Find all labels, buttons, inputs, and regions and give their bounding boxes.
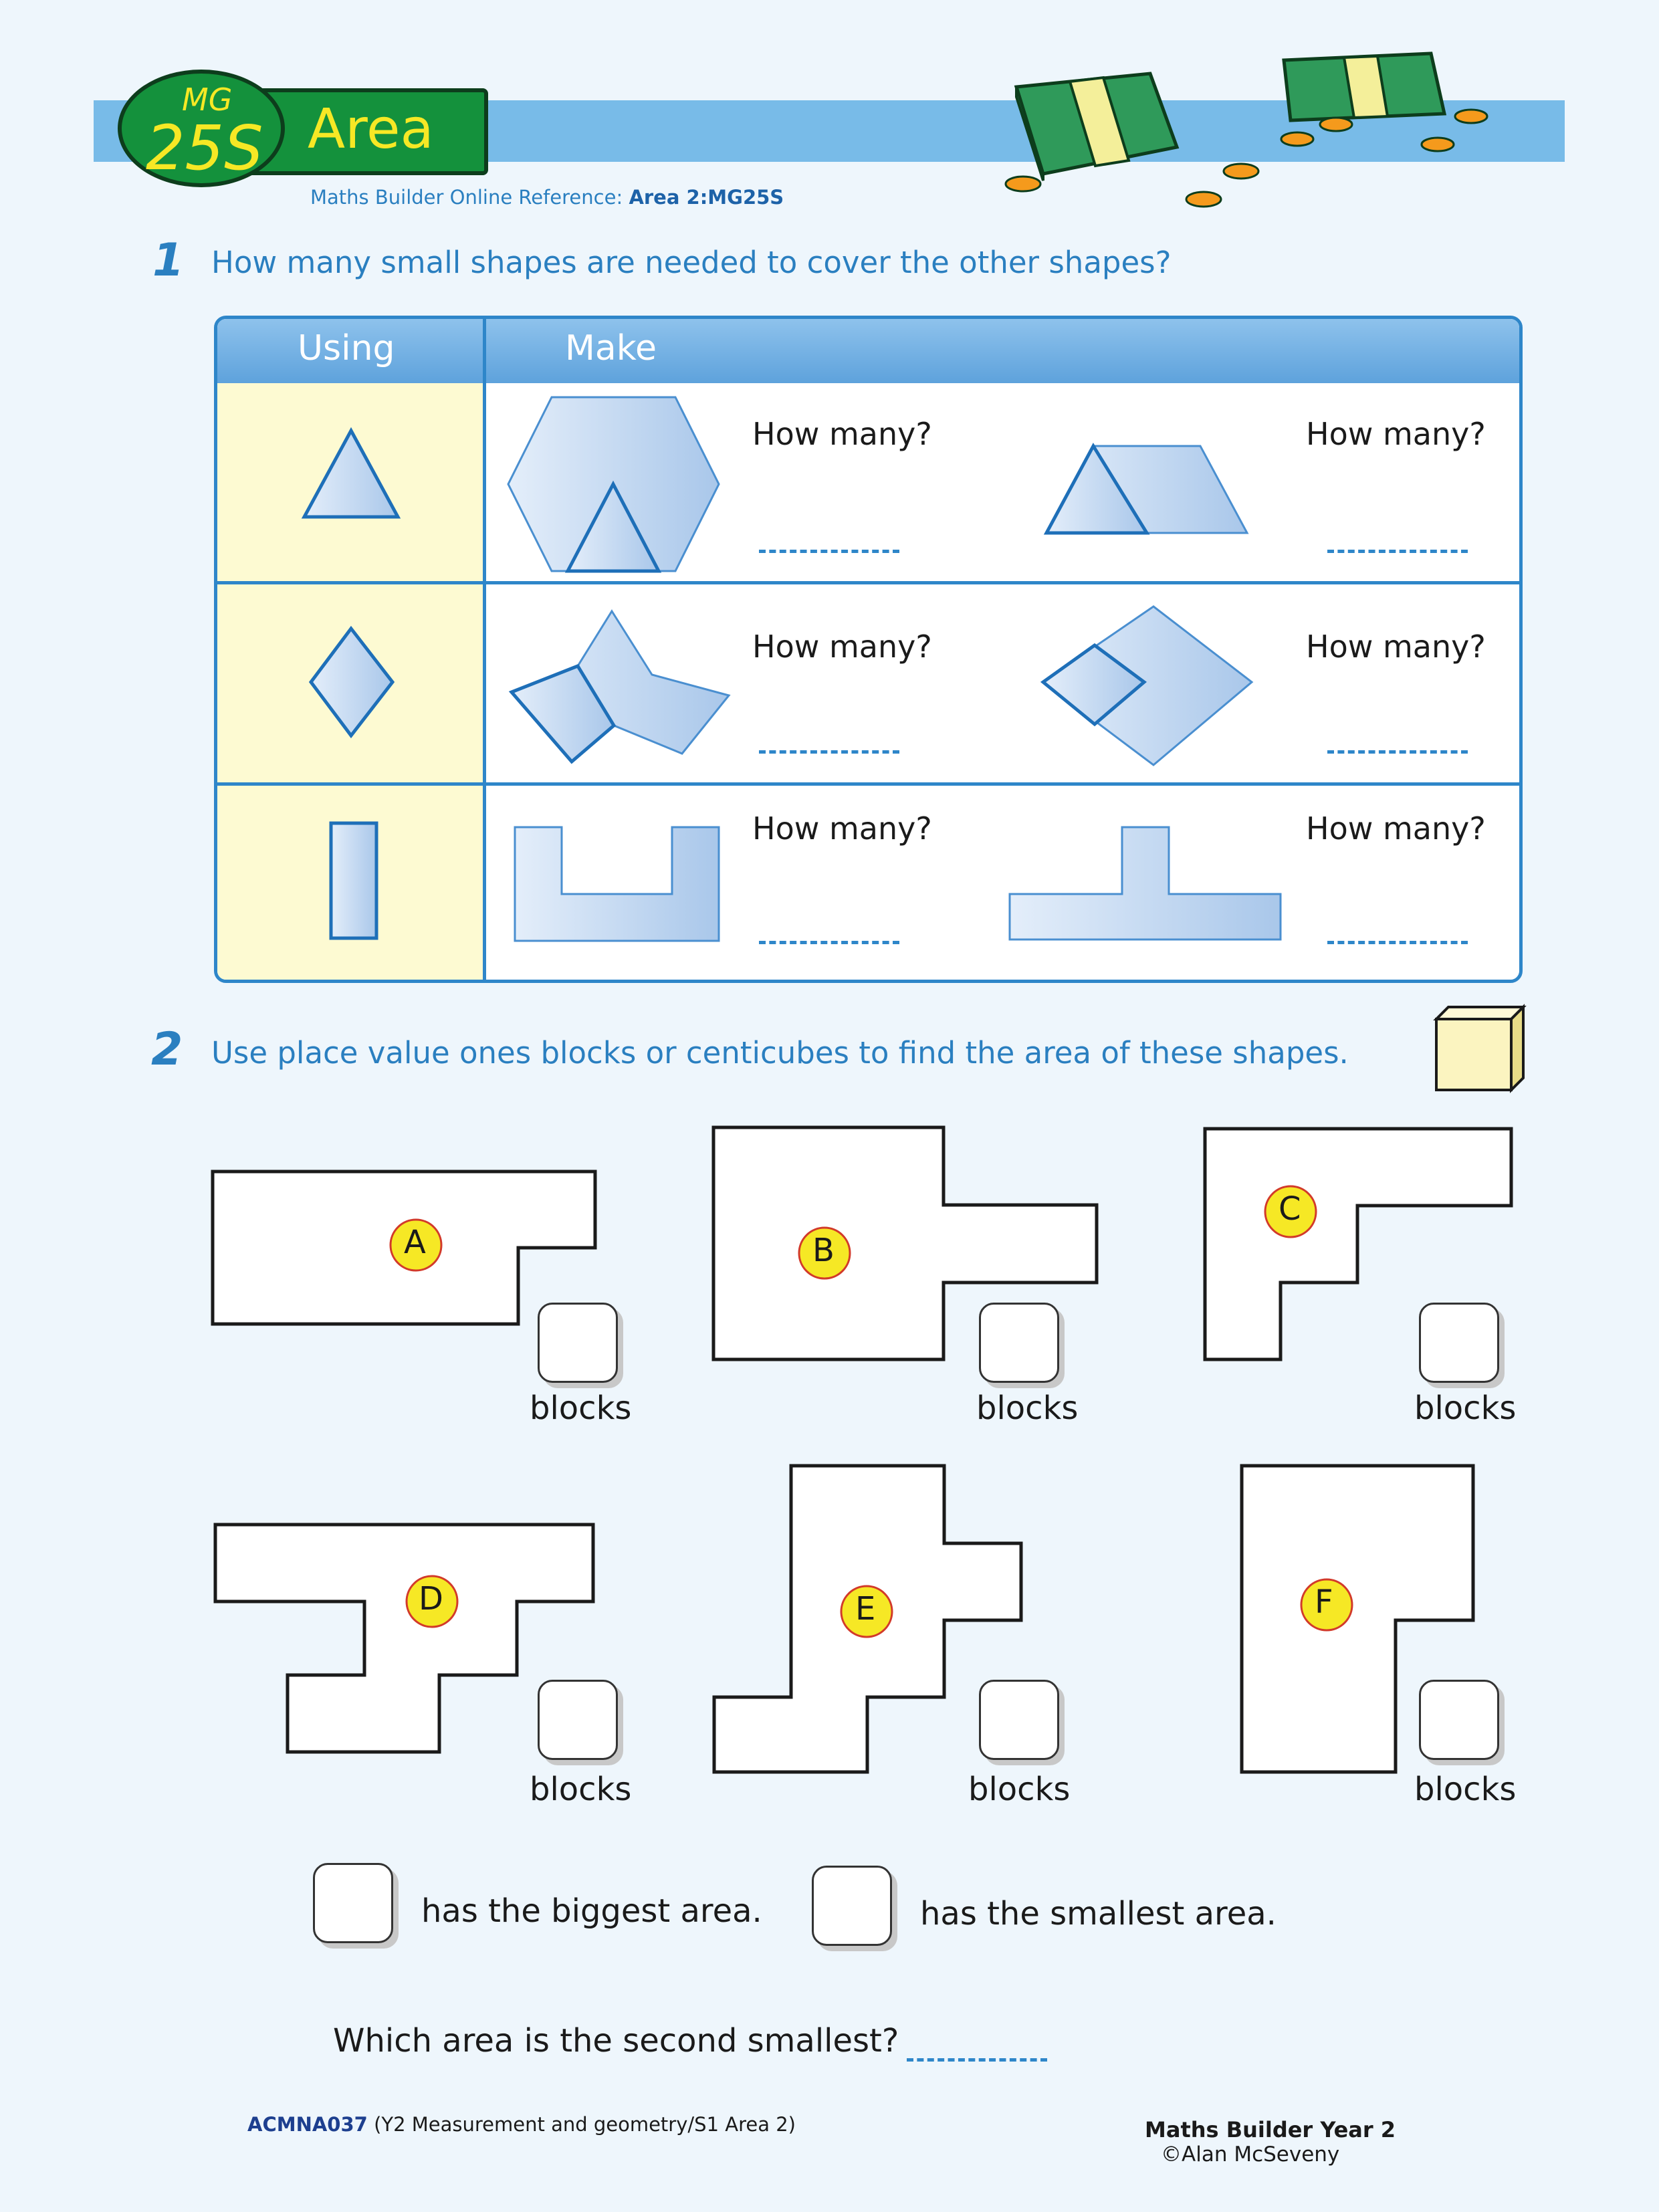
rhombus-shape <box>508 663 617 764</box>
how-many-label: How many? <box>1306 810 1486 847</box>
label-circle-d <box>405 1575 459 1628</box>
footer-author: ©Alan McSeveny <box>1161 2142 1340 2167</box>
how-many-label: How many? <box>1306 629 1486 665</box>
t-shape <box>1008 826 1282 941</box>
money-illustration <box>1004 51 1488 208</box>
table-divider <box>483 319 486 980</box>
blocks-label: blocks <box>530 1771 632 1808</box>
answer-box-a[interactable] <box>538 1303 618 1383</box>
biggest-answer-box[interactable] <box>313 1863 393 1943</box>
curriculum-code: ACMNA037 <box>247 2113 368 2136</box>
smallest-text: has the smallest area. <box>920 1895 1277 1932</box>
q2-text: Use place value ones blocks or centicube… <box>211 1035 1349 1071</box>
shape-label-e: E <box>855 1590 876 1628</box>
label-circle-b <box>798 1226 851 1280</box>
curriculum-strand: (Y2 Measurement and geometry/S1 Area 2) <box>374 2113 796 2136</box>
label-circle-e <box>840 1585 893 1638</box>
shape-label-d: D <box>419 1580 443 1618</box>
how-many-label: How many? <box>752 629 932 665</box>
answer-line[interactable] <box>759 750 899 754</box>
shape-label-a: A <box>404 1224 426 1261</box>
table-shapes <box>301 396 1282 942</box>
biggest-text: has the biggest area. <box>421 1892 762 1930</box>
rhombus-shape <box>1040 643 1147 727</box>
online-reference: Maths Builder Online Reference: Area 2:M… <box>310 186 784 209</box>
shape-f <box>1240 1464 1475 1774</box>
col-using: Using <box>298 328 395 368</box>
blocks-label: blocks <box>1414 1771 1517 1808</box>
second-smallest-question: Which area is the second smallest? <box>333 2022 899 2060</box>
q1-text: How many small shapes are needed to cove… <box>211 245 1172 280</box>
how-many-label: How many? <box>752 810 932 847</box>
answer-box-d[interactable] <box>538 1680 618 1760</box>
shape-c <box>1203 1127 1513 1361</box>
shape-label-f: F <box>1315 1583 1333 1621</box>
badge-prefix: MG <box>182 82 233 118</box>
answer-box-e[interactable] <box>979 1680 1059 1760</box>
coins-icon <box>1004 108 1488 208</box>
answer-box-c[interactable] <box>1419 1303 1499 1383</box>
answer-box-f[interactable] <box>1419 1680 1499 1760</box>
label-circle-a <box>389 1218 443 1272</box>
blocks-label: blocks <box>968 1771 1071 1808</box>
second-smallest-answer-line[interactable] <box>907 2058 1047 2062</box>
rhombus-shape <box>308 625 395 739</box>
answer-box-b[interactable] <box>979 1303 1059 1383</box>
blocks-label: blocks <box>1414 1390 1517 1427</box>
q2-number: 2 <box>151 1023 183 1076</box>
shape-label-c: C <box>1279 1190 1301 1228</box>
shape-d <box>213 1523 595 1754</box>
q1-table: Using Make How many? How many? How many?… <box>214 316 1523 983</box>
footer-curriculum: ACMNA037 (Y2 Measurement and geometry/S1… <box>247 2113 796 2136</box>
table-header <box>217 319 1519 383</box>
q1-number: 1 <box>152 234 185 287</box>
row-divider <box>217 782 1519 786</box>
blocks-label: blocks <box>530 1390 632 1427</box>
page-title: Area <box>308 98 434 161</box>
blocks-label: blocks <box>976 1390 1079 1427</box>
shape-label-b: B <box>812 1232 835 1269</box>
answer-line[interactable] <box>1327 750 1468 754</box>
triangle-shape <box>1043 442 1150 535</box>
answer-line[interactable] <box>1327 550 1468 553</box>
money-stack-right-icon <box>1282 51 1447 122</box>
shape-b <box>711 1125 1099 1361</box>
online-ref: Area 2:MG25S <box>629 186 784 209</box>
row-divider <box>217 581 1519 584</box>
u-shape <box>514 826 720 942</box>
online-label: Maths Builder Online Reference: <box>310 186 623 209</box>
footer-book: Maths Builder Year 2 <box>1145 2117 1396 2142</box>
how-many-label: How many? <box>1306 416 1486 452</box>
badge-code: 25S <box>146 112 263 184</box>
smallest-answer-box[interactable] <box>812 1866 892 1946</box>
answer-line[interactable] <box>1327 941 1468 944</box>
cube-icon <box>1433 1004 1527 1093</box>
col-make: Make <box>565 328 657 368</box>
answer-line[interactable] <box>759 941 899 944</box>
how-many-label: How many? <box>752 416 932 452</box>
triangle-shape <box>301 427 401 519</box>
label-circle-c <box>1264 1185 1317 1238</box>
label-circle-f <box>1300 1578 1353 1632</box>
triangle-shape <box>564 480 662 573</box>
rectangle-shape <box>329 821 378 940</box>
answer-line[interactable] <box>759 550 899 553</box>
badge <box>118 70 285 187</box>
money-stack-left-icon <box>1014 72 1180 181</box>
